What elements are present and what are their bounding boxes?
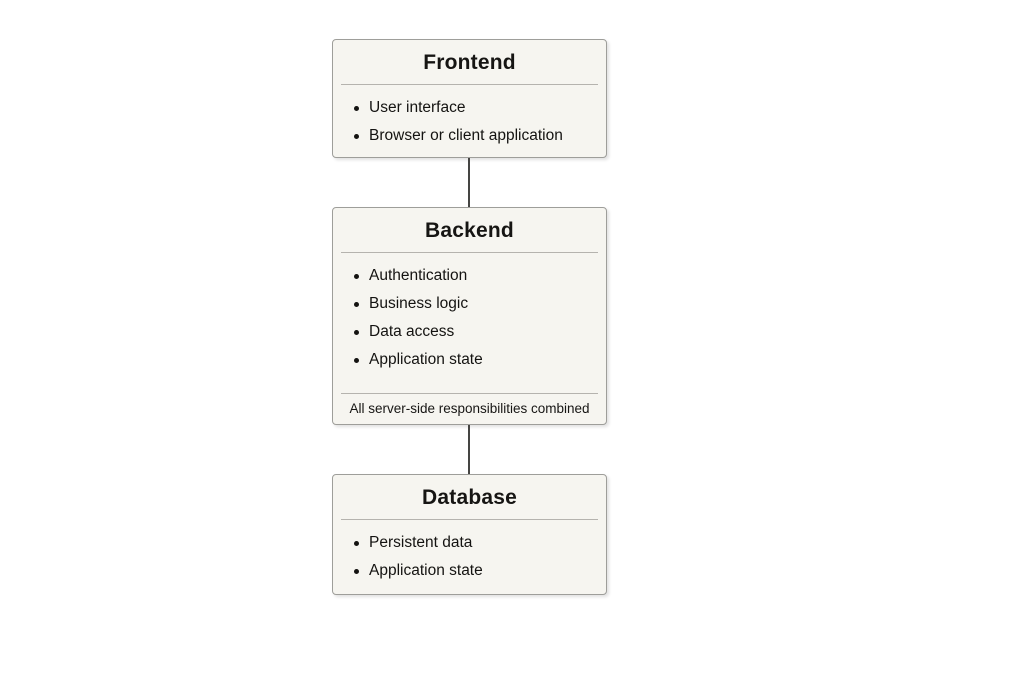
bullet-list: Authentication Business logic Data acces… <box>333 262 606 393</box>
bullet-item: Application state <box>354 557 596 585</box>
title-divider <box>341 252 598 253</box>
footer-divider <box>341 393 598 394</box>
node-footer-section: All server-side responsibilities combine… <box>333 393 606 424</box>
node-footer: All server-side responsibilities combine… <box>349 401 590 416</box>
bullet-item: Browser or client application <box>354 122 596 150</box>
bullet-list: User interface Browser or client applica… <box>333 94 606 157</box>
node-title: Frontend <box>423 51 516 74</box>
bullet-item: Data access <box>354 318 596 346</box>
node-database: Database Persistent data Application sta… <box>332 474 607 595</box>
bullet-list: Persistent data Application state <box>333 529 606 594</box>
title-divider <box>341 519 598 520</box>
bullet-item: User interface <box>354 94 596 122</box>
node-title: Database <box>422 486 517 509</box>
title-divider <box>341 84 598 85</box>
node-title: Backend <box>425 219 514 242</box>
node-backend: Backend Authentication Business logic Da… <box>332 207 607 425</box>
bullet-item: Persistent data <box>354 529 596 557</box>
connector-line-backend-database <box>468 425 470 474</box>
bullet-item: Application state <box>354 346 596 374</box>
connector-line-frontend-backend <box>468 158 470 207</box>
bullet-item: Authentication <box>354 262 596 290</box>
node-frontend: Frontend User interface Browser or clien… <box>332 39 607 158</box>
bullet-item: Business logic <box>354 290 596 318</box>
